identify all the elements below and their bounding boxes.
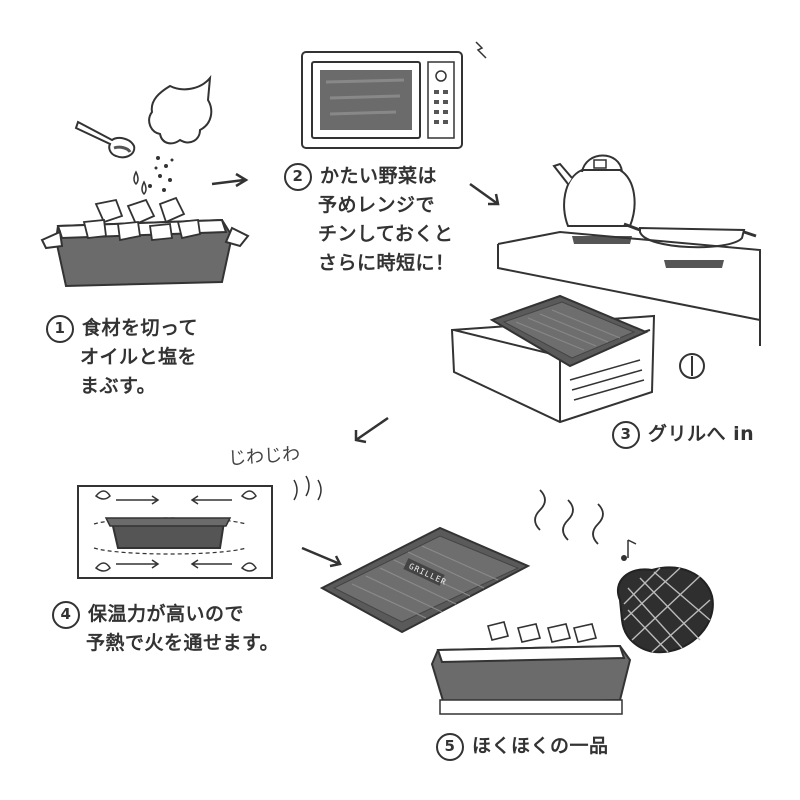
step-2-text-line-1: かたい野菜は	[320, 165, 438, 187]
kettle-icon	[563, 169, 636, 227]
step-4-number-badge: 4	[52, 600, 80, 629]
step-2-caption: 2 かたい野菜は 予めレンジで チンしておくと さらに時短に！	[284, 162, 455, 278]
arrow-right-down-icon	[301, 546, 342, 568]
step1-illustration	[40, 74, 250, 288]
arrow-down-right-icon	[469, 182, 500, 206]
hand-sprinkle-icon	[148, 74, 213, 145]
sound-effect-label: じわじわ	[227, 443, 301, 470]
step-3-number-badge: 3	[612, 420, 640, 449]
vegetables-5	[487, 621, 598, 643]
step-2-text-line-2: 予めレンジで	[318, 194, 436, 216]
step-1-text-line-1: 食材を切って	[82, 317, 199, 339]
step-2-text-line-4: さらに時短に！	[318, 252, 455, 274]
step-1-text-line-2: オイルと塩を	[80, 346, 198, 368]
step-4-text-line-1: 保温力が高いので	[88, 603, 245, 625]
step-4-caption: 4 保温力が高いので 予熱で火を通せます。	[52, 600, 279, 658]
step-5-caption: 5 ほくほくの一品	[436, 732, 609, 761]
step-5-number-badge: 5	[436, 732, 464, 761]
step4-illustration	[77, 475, 322, 579]
step-5-text-line-1: ほくほくの一品	[472, 735, 609, 757]
step5-illustration: GRILLER	[319, 489, 714, 715]
step-4-text-line-2: 予熱で火を通せます。	[86, 632, 280, 654]
salt-particles	[148, 156, 174, 192]
step3-illustration	[450, 154, 761, 424]
step-3-text-line-1: グリルへ in	[648, 423, 755, 445]
step2-illustration	[301, 41, 487, 149]
step-1-number-badge: 1	[46, 314, 74, 343]
vegetables-1	[82, 196, 202, 242]
arrow-down-left-icon	[354, 416, 389, 444]
steam-icon	[534, 489, 604, 545]
step-2-text-line-3: チンしておくと	[318, 223, 454, 245]
step-3-caption: 3 グリルへ in	[612, 420, 754, 449]
arrow-right-icon	[211, 172, 249, 188]
spoon-icon	[74, 120, 136, 159]
step-1-text-line-3: まぶす。	[80, 375, 157, 397]
stove-counter	[497, 230, 761, 346]
step-2-number-badge: 2	[284, 162, 312, 191]
step-1-caption: 1 食材を切って オイルと塩を まぶす。	[46, 314, 198, 401]
